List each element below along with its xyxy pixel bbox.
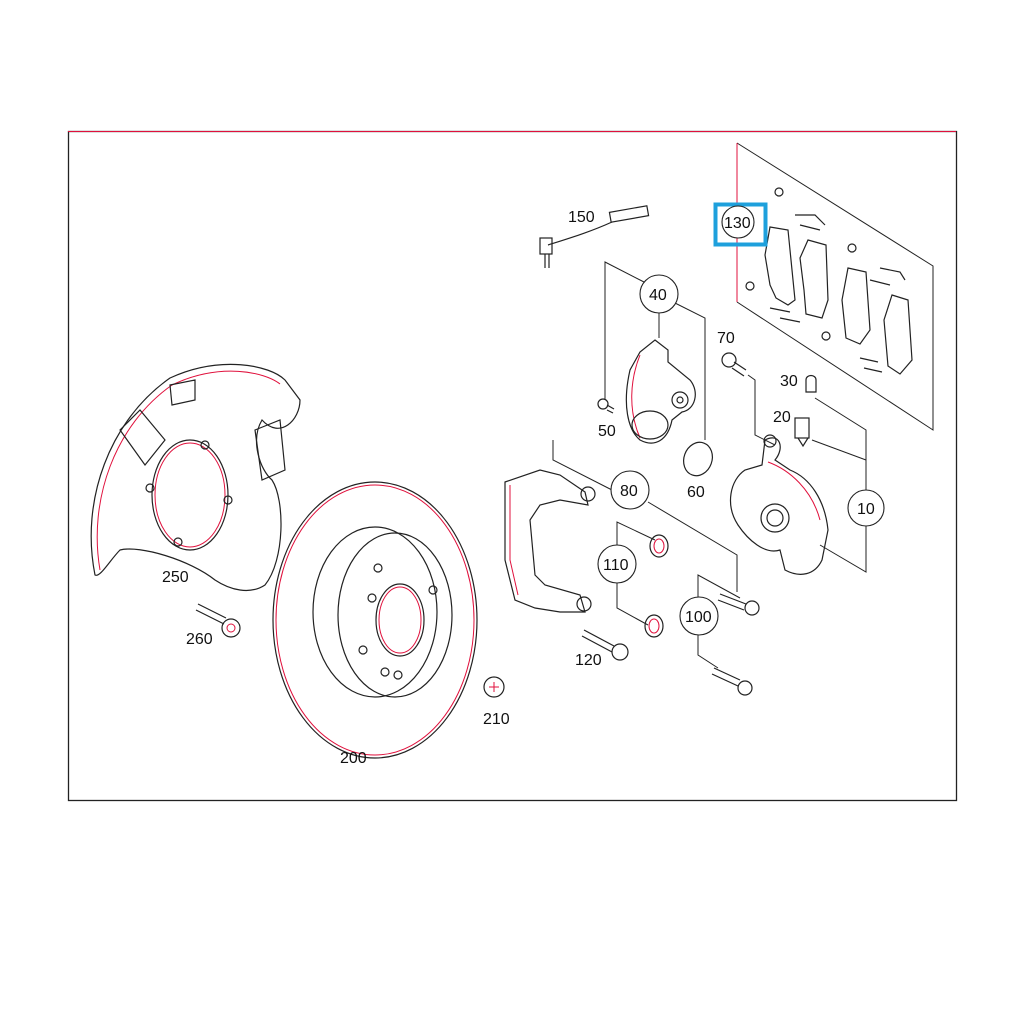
part-200-brake-disc[interactable] xyxy=(272,481,478,759)
part-80-caliper-carrier[interactable] xyxy=(504,469,596,613)
callout-70[interactable]: 70 xyxy=(717,330,735,347)
callout-10[interactable]: 10 xyxy=(857,501,875,518)
part-130-brake-pad-set[interactable] xyxy=(736,142,934,431)
callout-120[interactable]: 120 xyxy=(575,652,602,669)
part-70-bolt[interactable] xyxy=(721,352,747,377)
part-20-bleeder-valve[interactable] xyxy=(794,417,810,448)
callout-260[interactable]: 260 xyxy=(186,631,213,648)
part-250-dust-shield[interactable] xyxy=(90,363,301,592)
part-110-guide-boot[interactable] xyxy=(644,534,669,638)
callout-bubble-100[interactable] xyxy=(679,596,719,636)
callout-bubble-10[interactable] xyxy=(847,489,885,527)
part-10-brake-caliper[interactable] xyxy=(730,434,829,575)
callout-130[interactable]: 130 xyxy=(724,215,751,232)
callout-80[interactable]: 80 xyxy=(620,483,638,500)
callout-210[interactable]: 210 xyxy=(483,711,510,728)
part-210-screw[interactable] xyxy=(483,676,505,698)
callout-20[interactable]: 20 xyxy=(773,409,791,426)
callout-bubble-130[interactable] xyxy=(721,205,755,239)
diagram-frame xyxy=(67,130,958,802)
part-100-guide-bolt[interactable] xyxy=(711,593,760,696)
selected-part-highlight xyxy=(713,202,768,247)
part-260-bolt[interactable] xyxy=(195,603,241,638)
callout-30[interactable]: 30 xyxy=(780,373,798,390)
callout-bubble-40[interactable] xyxy=(639,274,679,314)
callout-150[interactable]: 150 xyxy=(568,209,595,226)
part-50-screw[interactable] xyxy=(597,398,615,414)
callout-110[interactable]: 110 xyxy=(603,557,629,574)
callout-250[interactable]: 250 xyxy=(162,569,189,586)
part-120-bolt[interactable] xyxy=(581,629,629,661)
part-150-wear-sensor[interactable] xyxy=(539,205,650,268)
part-30-bleeder-cap[interactable] xyxy=(805,374,817,393)
part-60-o-ring[interactable] xyxy=(679,438,717,480)
part-40-parking-brake-motor[interactable] xyxy=(625,339,696,444)
callout-40[interactable]: 40 xyxy=(649,287,667,304)
callout-bubble-80[interactable] xyxy=(610,470,650,510)
callout-100[interactable]: 100 xyxy=(685,609,712,626)
callout-200[interactable]: 200 xyxy=(340,750,367,767)
callout-60[interactable]: 60 xyxy=(687,484,705,501)
callout-50[interactable]: 50 xyxy=(598,423,616,440)
callout-bubble-110[interactable] xyxy=(597,544,637,584)
